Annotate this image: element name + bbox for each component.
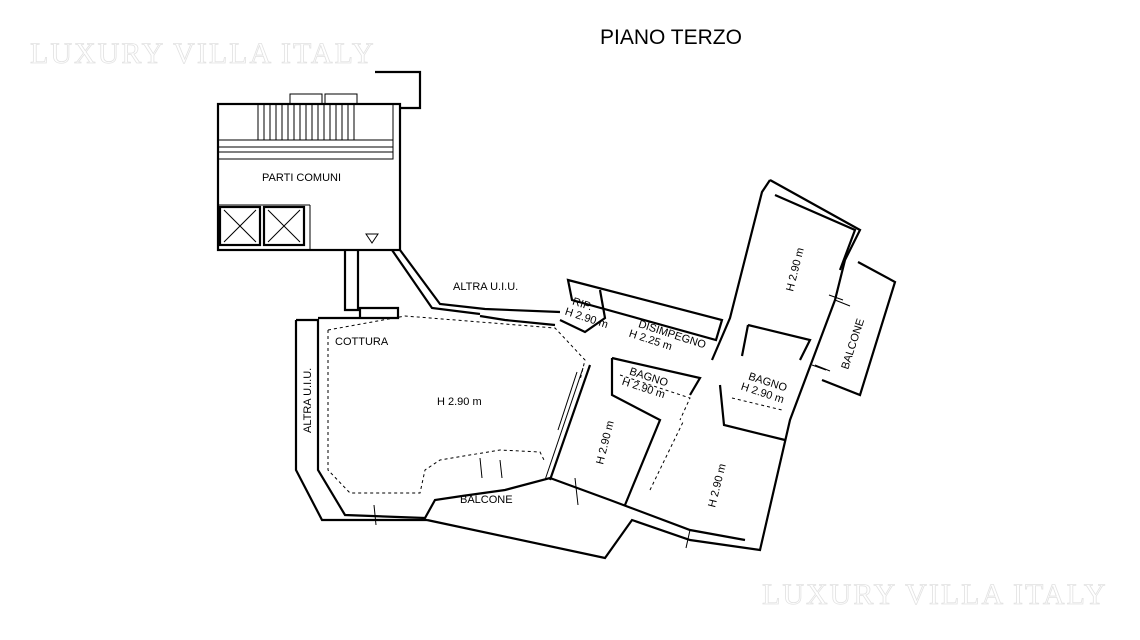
label-parti-comuni: PARTI COMUNI xyxy=(262,172,341,184)
label-living-height: H 2.90 m xyxy=(437,396,482,408)
stair-treads xyxy=(257,93,358,140)
label-altra-uiu-left: ALTRA U.I.U. xyxy=(302,368,314,433)
label-room-a-height: H 2.90 m xyxy=(784,247,806,293)
dashed-outlines xyxy=(327,315,783,494)
watermark-bottom: LUXURY VILLA ITALY xyxy=(762,578,1108,611)
label-rip: RIP. xyxy=(571,296,594,314)
apartment-walls xyxy=(294,179,862,560)
stair-arrow-icon xyxy=(365,233,379,244)
label-altra-uiu-top: ALTRA U.I.U. xyxy=(453,281,518,293)
label-balcone-bottom: BALCONE xyxy=(460,494,513,506)
common-area: PARTI COMUNI xyxy=(216,70,422,252)
elevator-1 xyxy=(218,205,262,247)
watermark-top: LUXURY VILLA ITALY xyxy=(30,37,376,70)
elevator-2 xyxy=(262,205,306,247)
room-disimpegno: DISIMPEGNO H 2.25 m xyxy=(627,318,707,353)
floor-title: PIANO TERZO xyxy=(600,26,742,49)
balcone-right-area xyxy=(814,261,897,397)
label-room-c-height: H 2.90 m xyxy=(706,463,728,509)
label-cottura: COTTURA xyxy=(335,336,389,348)
label-balcone-right: BALCONE xyxy=(839,317,867,371)
label-room-b-height: H 2.90 m xyxy=(594,420,616,466)
room-bagno-2: BAGNO H 2.90 m xyxy=(739,371,788,406)
